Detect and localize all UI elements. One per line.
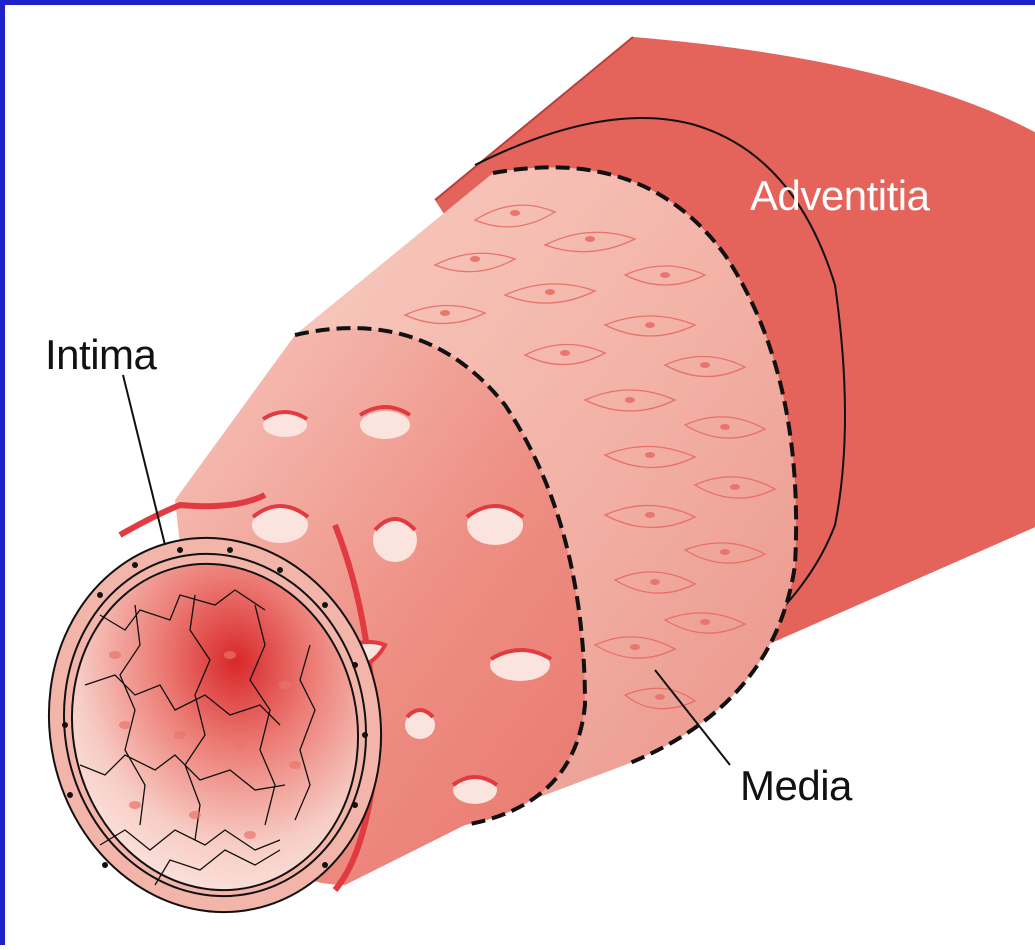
intima-label: Intima — [45, 331, 158, 378]
media-label: Media — [740, 762, 853, 809]
blood-vessel-illustration: Adventitia Intima Media — [5, 5, 1035, 950]
adventitia-label: Adventitia — [750, 172, 931, 219]
